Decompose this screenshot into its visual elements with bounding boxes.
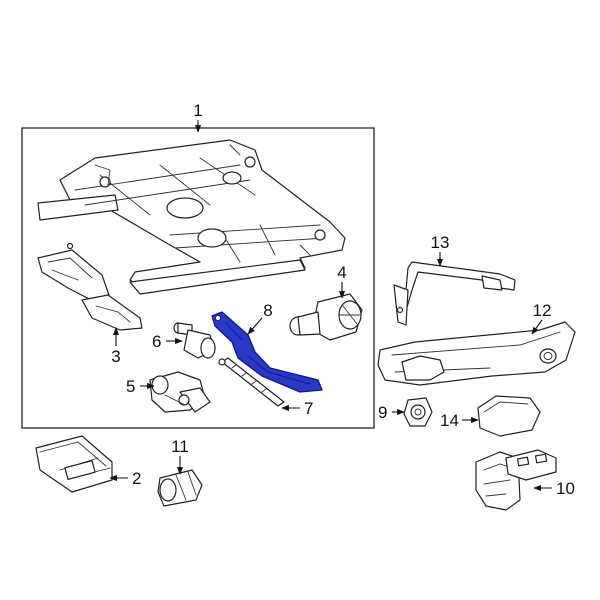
leader-lines [109, 120, 552, 492]
callout-10: 10 [556, 479, 575, 498]
callout-12: 12 [533, 301, 552, 320]
part-seat-frame[interactable] [37, 139, 346, 295]
part-3-bracket[interactable] [37, 242, 143, 331]
callout-1: 1 [193, 101, 202, 120]
callout-5: 5 [126, 377, 135, 396]
part-5-motor[interactable] [149, 371, 211, 413]
callout-2: 2 [132, 469, 141, 488]
callout-11: 11 [171, 437, 189, 456]
callout-8: 8 [263, 301, 272, 320]
part-14-cover[interactable] [477, 395, 541, 437]
callout-9: 9 [378, 403, 387, 422]
callout-7: 7 [304, 399, 313, 418]
part-8-highlighted-bracket[interactable] [211, 311, 323, 393]
callout-3: 3 [111, 347, 120, 366]
part-11-connector[interactable] [157, 469, 203, 507]
callout-4: 4 [337, 263, 346, 282]
part-7-spindle[interactable] [218, 357, 285, 407]
part-2-module[interactable] [35, 435, 113, 493]
part-9-knob[interactable] [403, 397, 433, 427]
callout-labels: 1 2 3 4 5 6 7 8 9 10 11 12 13 14 [111, 101, 575, 498]
part-10-switch[interactable] [475, 449, 557, 511]
callout-14: 14 [440, 411, 459, 430]
callout-13: 13 [431, 233, 450, 252]
part-4-motor[interactable] [289, 293, 363, 341]
callout-6: 6 [152, 332, 161, 351]
part-6-motor[interactable] [173, 322, 216, 359]
part-12-trim-panel[interactable] [377, 321, 576, 386]
part-13-wire[interactable] [393, 261, 516, 326]
